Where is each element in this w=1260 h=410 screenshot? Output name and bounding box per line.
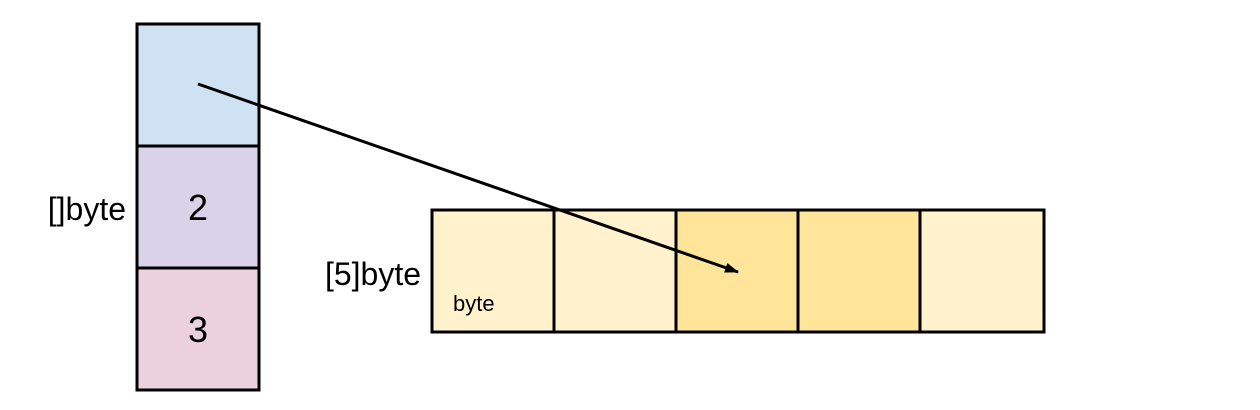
slice-cap-value: 3 — [188, 309, 208, 350]
array-cell — [796, 208, 922, 334]
array-cell-type-label: byte — [453, 291, 495, 316]
array-cells — [430, 208, 1046, 334]
array-type-label: [5]byte — [325, 256, 421, 292]
pointer-arrow — [197, 82, 739, 274]
slice-header: 2 3 — [135, 22, 261, 392]
slice-len-value: 2 — [188, 187, 208, 228]
slice-cap-cell — [135, 266, 261, 392]
slice-len-cell — [135, 144, 261, 270]
array-cell — [918, 208, 1046, 334]
slice-type-label: []byte — [48, 191, 126, 227]
array-cell — [552, 208, 678, 334]
